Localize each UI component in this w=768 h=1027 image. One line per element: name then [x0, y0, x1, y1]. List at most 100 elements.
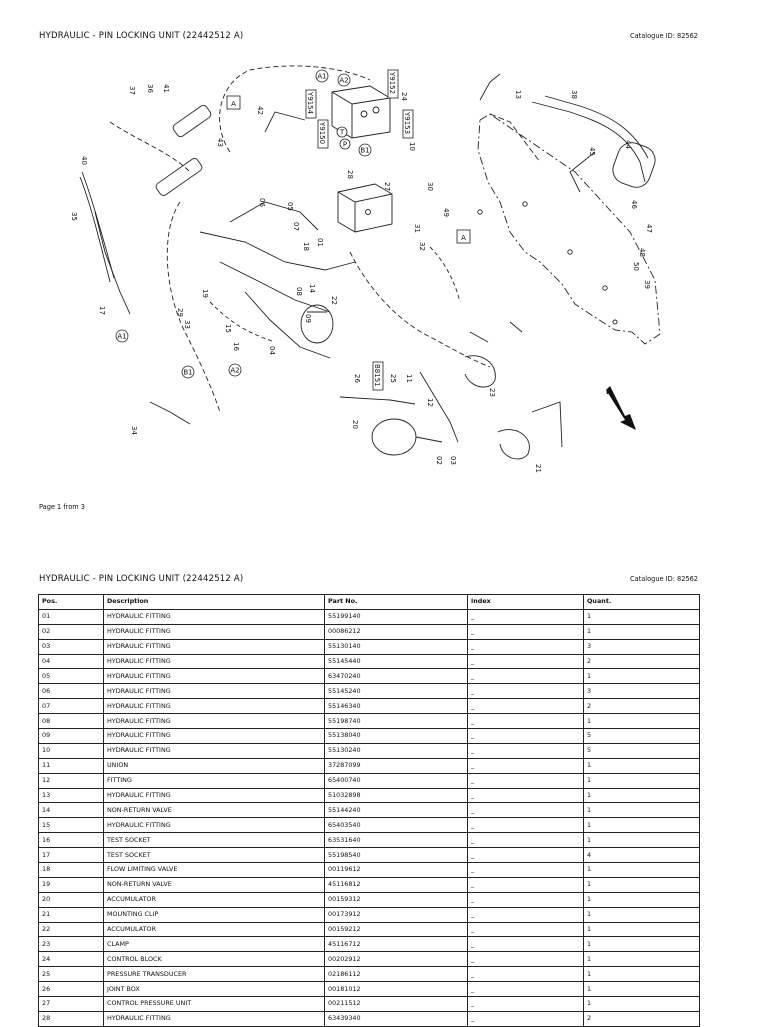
callout-21: 21 [534, 464, 542, 473]
page-title: HYDRAULIC - PIN LOCKING UNIT (22442512 A… [39, 31, 244, 41]
boxed-label-a2: A [456, 229, 471, 244]
cell-pos: 24 [38, 951, 104, 968]
cell-index: _ [467, 653, 584, 670]
cell-part-no: 00159312 [324, 891, 468, 908]
cell-part-no: 00202912 [324, 951, 468, 968]
cell-part-no: 02186112 [324, 966, 468, 983]
callout-06: 06 [258, 198, 266, 207]
cell-part-no: 00159212 [324, 921, 468, 938]
circle-label-a1-lower: A1 [115, 329, 129, 343]
cell-index: _ [467, 787, 584, 804]
cell-pos: 12 [38, 772, 104, 789]
header-pos: Pos. [38, 594, 104, 610]
svg-text:Y9153: Y9153 [403, 111, 411, 134]
cell-part-no: 51032898 [324, 787, 468, 804]
cell-quant: 1 [583, 802, 700, 819]
cell-pos: 02 [38, 623, 104, 640]
cell-description: HYDRAULIC FITTING [103, 713, 325, 730]
circle-label-b1-lower: B1 [181, 365, 195, 379]
header-quant: Quant. [583, 594, 700, 610]
callout-23: 23 [488, 388, 496, 397]
cell-description: JOINT BOX [103, 981, 325, 998]
cell-pos: 23 [38, 936, 104, 953]
cell-quant: 1 [583, 817, 700, 834]
callout-04: 04 [268, 346, 276, 355]
callout-07: 07 [292, 222, 300, 231]
page-title-2: HYDRAULIC - PIN LOCKING UNIT (22442512 A… [39, 574, 244, 584]
cell-description: HYDRAULIC FITTING [103, 1010, 325, 1027]
svg-text:B8151: B8151 [373, 364, 381, 387]
cell-pos: 11 [38, 757, 104, 774]
callout-36: 36 [146, 84, 154, 93]
callout-14: 14 [308, 284, 316, 293]
cell-pos: 22 [38, 921, 104, 938]
cell-pos: 14 [38, 802, 104, 819]
cell-pos: 05 [38, 668, 104, 685]
cell-quant: 5 [583, 728, 700, 744]
callout-20: 20 [351, 420, 359, 429]
callout-12: 12 [426, 398, 434, 407]
cell-index: _ [467, 981, 584, 998]
cell-part-no: 63470240 [324, 668, 468, 685]
cell-description: FLOW LIMITING VALVE [103, 862, 325, 878]
cell-quant: 1 [583, 891, 700, 908]
cell-quant: 1 [583, 996, 700, 1012]
cell-description: FITTING [103, 772, 325, 789]
callout-32: 32 [418, 242, 426, 251]
cell-index: _ [467, 817, 584, 834]
boxed-label-b8151: B8151 [372, 361, 384, 391]
callout-26: 26 [353, 374, 361, 383]
parts-table: Pos. Description Part No. index Quant. 0… [38, 594, 700, 1027]
cell-quant: 1 [583, 862, 700, 878]
cell-quant: 1 [583, 772, 700, 789]
callout-02: 02 [435, 456, 443, 465]
cell-pos: 07 [38, 698, 104, 715]
cell-index: _ [467, 802, 584, 819]
callout-16: 16 [232, 342, 240, 351]
cell-description: ACCUMULATOR [103, 921, 325, 938]
cell-part-no: 00086212 [324, 623, 468, 640]
cell-index: _ [467, 728, 584, 744]
cell-part-no: 00181012 [324, 981, 468, 998]
callout-29: 29 [176, 308, 184, 317]
cell-index: _ [467, 683, 584, 700]
cell-description: HYDRAULIC FITTING [103, 728, 325, 744]
cell-description: CONTROL PRESSURE UNIT [103, 996, 325, 1012]
circle-label-p: P [339, 138, 351, 150]
cell-index: _ [467, 713, 584, 730]
cell-pos: 13 [38, 787, 104, 804]
cell-part-no: 63531640 [324, 832, 468, 849]
boxed-label-y9152: Y9152 [387, 69, 399, 99]
cell-part-no: 63439340 [324, 1010, 468, 1027]
callout-41: 41 [162, 84, 170, 93]
cell-index: _ [467, 936, 584, 953]
cell-index: _ [467, 996, 584, 1012]
cell-pos: 20 [38, 891, 104, 908]
cell-pos: 26 [38, 981, 104, 998]
table-header-row: Pos. Description Part No. index Quant. [38, 594, 700, 610]
callout-11: 11 [405, 374, 413, 383]
cell-pos: 28 [38, 1010, 104, 1027]
callout-47: 47 [645, 224, 653, 233]
cell-description: NON-RETURN VALVE [103, 876, 325, 893]
svg-text:A2: A2 [339, 77, 348, 85]
hydraulic-exploded-diagram: A A Y9154 Y9152 Y9150 Y9153 B8151 A1 A2 … [70, 65, 661, 473]
cell-pos: 10 [38, 742, 104, 759]
cell-description: TEST SOCKET [103, 832, 325, 849]
cell-part-no: 55198740 [324, 713, 468, 730]
cell-index: _ [467, 891, 584, 908]
cell-quant: 1 [583, 787, 700, 804]
cell-quant: 1 [583, 832, 700, 849]
callout-42: 42 [256, 106, 264, 115]
cell-index: _ [467, 772, 584, 789]
svg-text:B1: B1 [183, 369, 192, 377]
cell-quant: 1 [583, 668, 700, 685]
